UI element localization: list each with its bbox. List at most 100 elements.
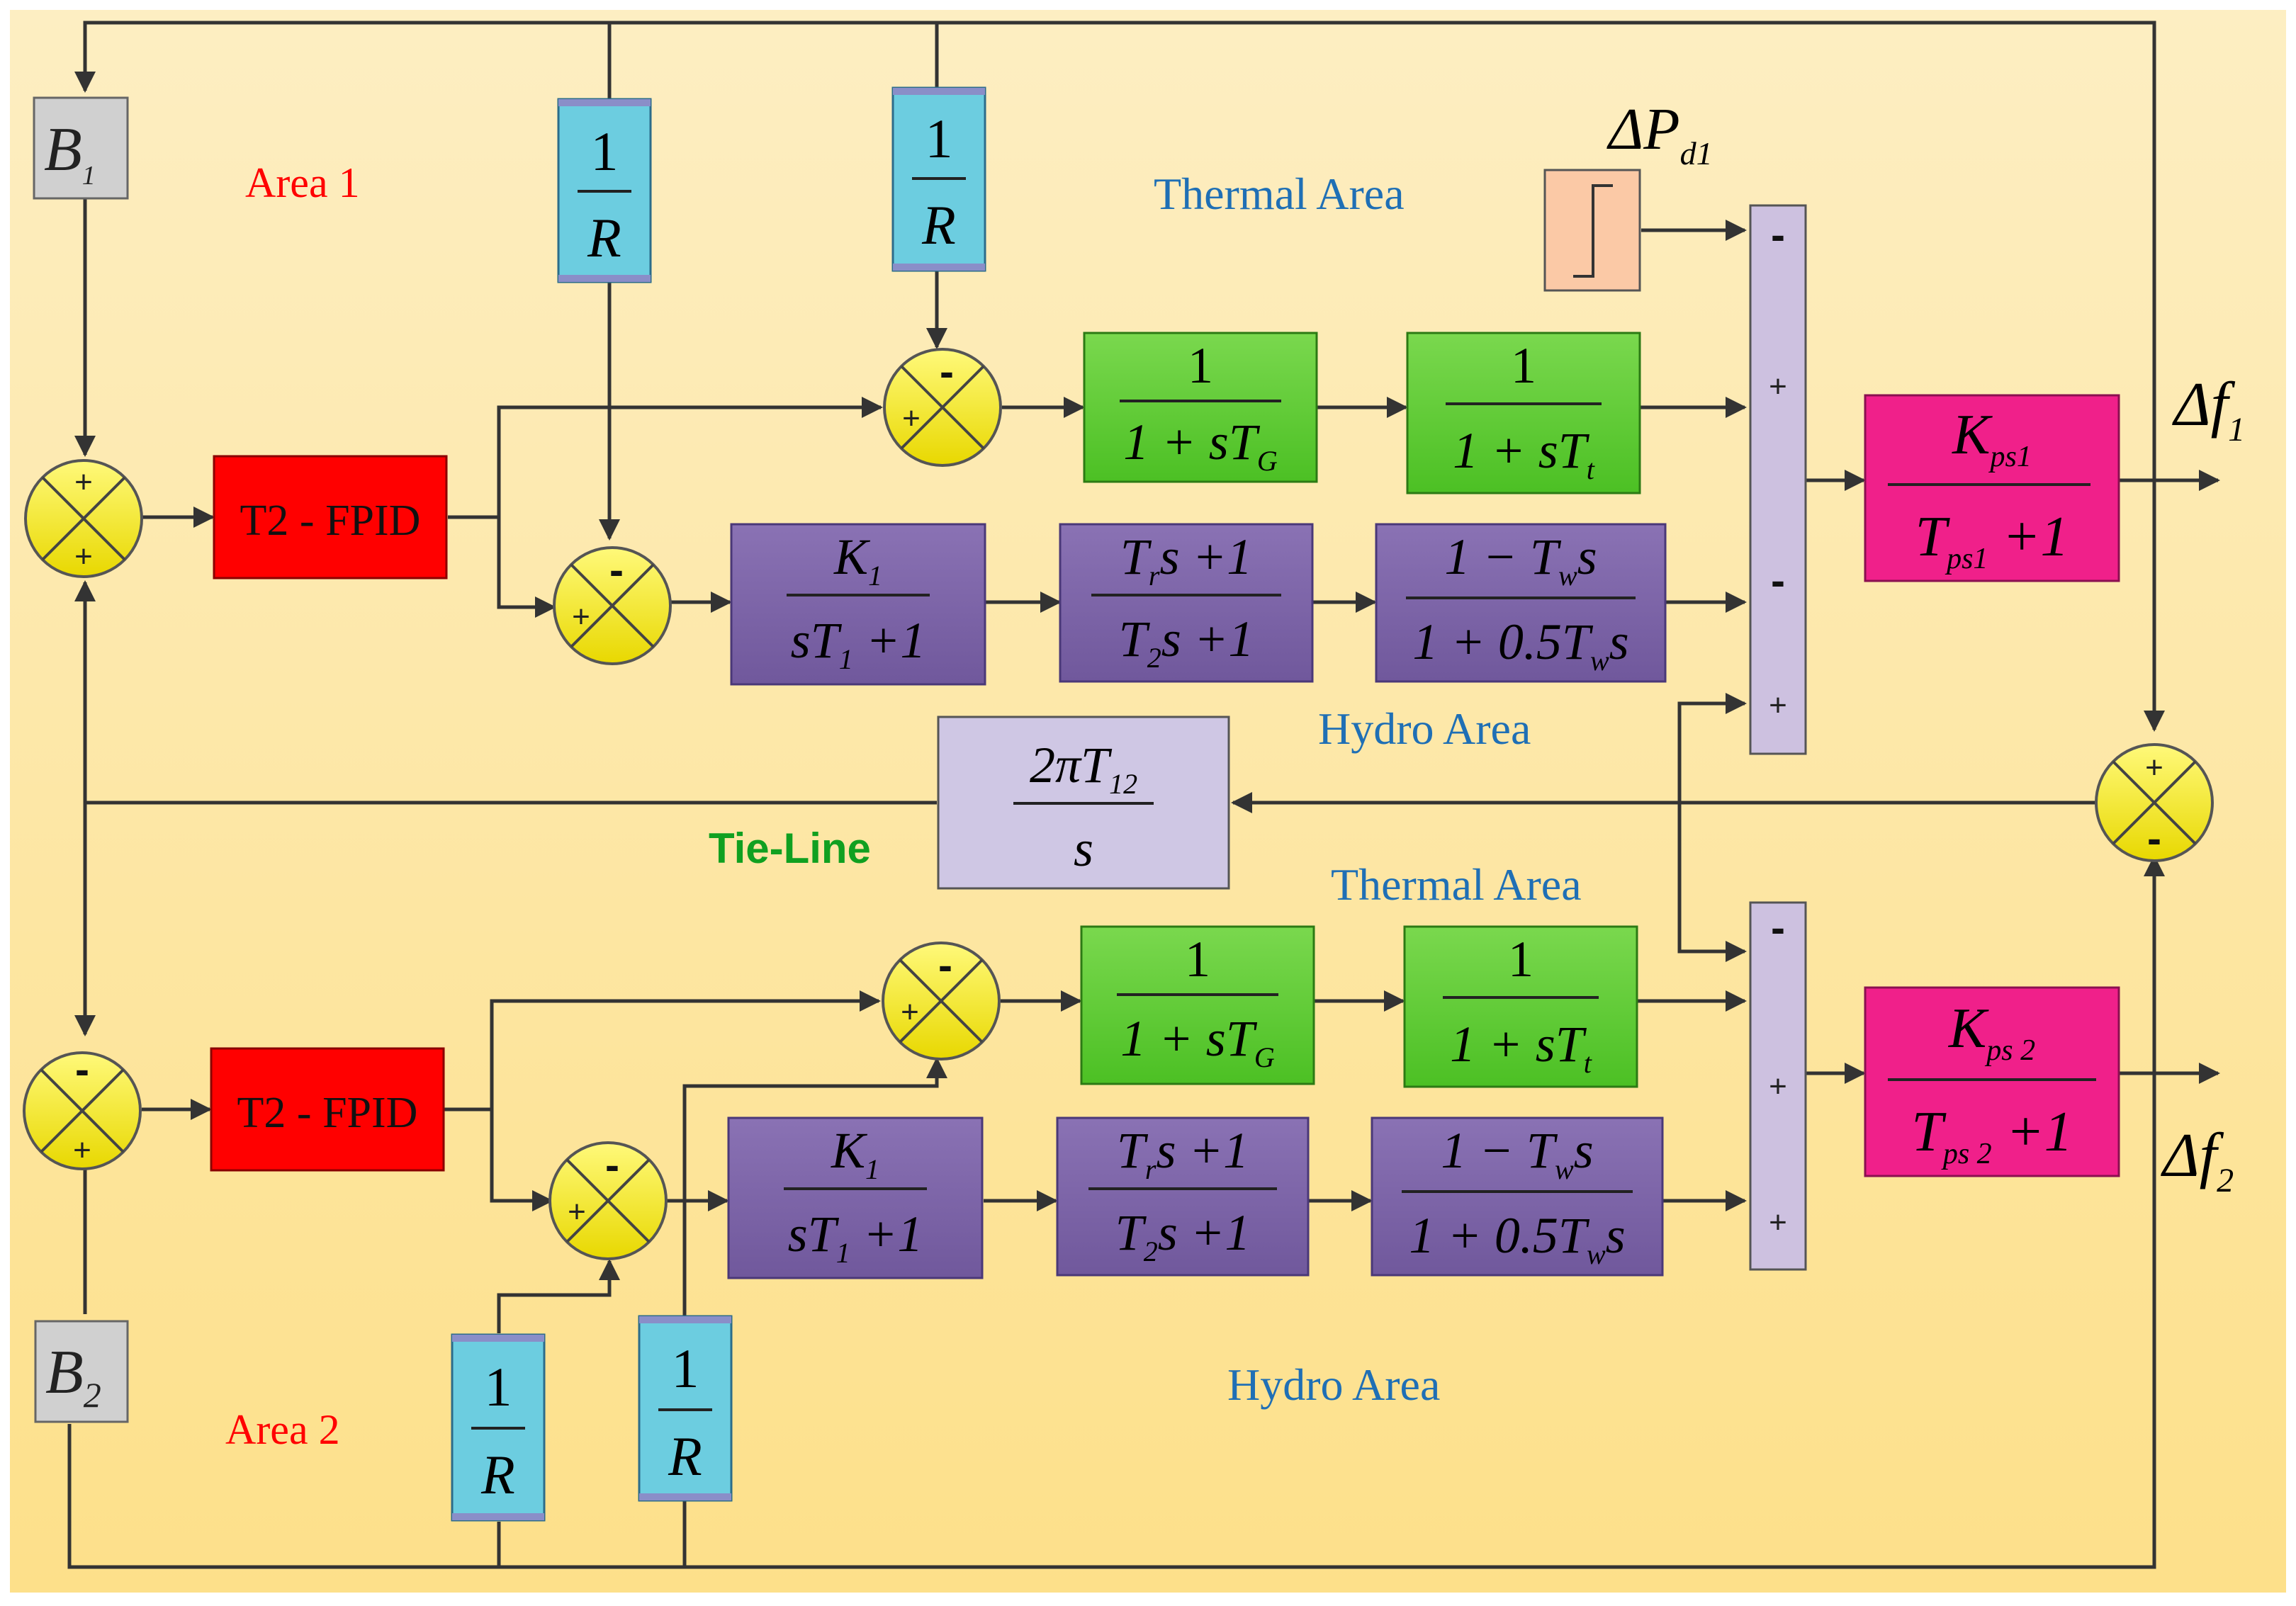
sign-plus: + [568,1194,586,1229]
svg-text:B2: B2 [45,1338,101,1415]
output-df1-label: Δf1 [2172,371,2245,448]
droop-block-top-left: 1 R [557,98,652,283]
svg-text:T2s +1: T2s +1 [1119,611,1254,674]
svg-text:K1: K1 [833,528,882,592]
step-disturbance-block [1543,169,1641,292]
sign-minus: - [605,1141,619,1189]
hydro-area-bottom-label: Hydro Area [1227,1359,1440,1410]
turbine-block-top: 1 1 + sTt [1406,332,1641,494]
svg-text:1 + sTG: 1 + sTG [1120,1010,1275,1073]
svg-text:1 − Tws: 1 − Tws [1444,528,1597,592]
plant-block-area2: Kps 2 Tps 2+1 [1864,986,2120,1177]
svg-text:-: - [1771,211,1785,259]
hydro-transient-block-top: Trs +1 T2s +1 [1059,523,1314,683]
tie-line-block: 2πT12 s [937,716,1230,890]
svg-text:1 − Tws: 1 − Tws [1441,1122,1593,1185]
sign-plus: + [901,995,919,1029]
area1-label: Area 1 [245,159,360,206]
hydro-transient-block-bottom: Trs +1 T2s +1 [1056,1116,1310,1277]
droop-den: R [668,1425,702,1487]
svg-text:1 + 0.5Tws: 1 + 0.5Tws [1412,613,1628,677]
svg-text:+: + [1769,688,1787,723]
droop-num: 1 [672,1338,699,1399]
svg-text:sT1 +1: sT1 +1 [788,1206,923,1269]
droop-den: R [480,1444,515,1505]
summer-bar-area1: - + - + [1749,204,1807,755]
svg-text:Kps1: Kps1 [1952,404,2032,473]
hydro-area-top-label: Hydro Area [1318,703,1531,754]
svg-text:-: - [1771,557,1785,604]
svg-text:Tps 2+1: Tps 2+1 [1911,1101,2072,1170]
controller-area2: T2 - FPID [210,1047,445,1172]
svg-text:+: + [1769,1205,1787,1240]
signal-lines [67,21,2220,1569]
hydro-governor-block-bottom: K1 sT1 +1 [727,1116,984,1279]
b1-sub: 1 [82,161,96,191]
summing-junction-area2: - + [23,1046,142,1170]
tie-line-label: Tie-Line [709,825,871,872]
svg-text:Kps 2: Kps 2 [1948,997,2035,1067]
droop-block-bottom-right: 1 R [638,1315,733,1502]
hydro-turbine-block-top: 1 − Tws 1 + 0.5Tws [1375,523,1667,683]
sign-minus: - [940,348,954,395]
svg-text:+: + [1769,1069,1787,1104]
sign-plus: + [572,599,590,634]
svg-text:1 + 0.5Tws: 1 + 0.5Tws [1409,1207,1625,1270]
controller-label: T2 - FPID [240,497,421,545]
controller-label: T2 - FPID [237,1089,418,1137]
droop-block-top-right: 1 R [891,86,986,272]
svg-text:Trs +1: Trs +1 [1120,528,1252,592]
droop-den: R [921,194,956,256]
b1-base: B [44,115,82,184]
svg-text:Tps1+1: Tps1+1 [1915,506,2069,575]
svg-text:2πT12: 2πT12 [1030,737,1137,800]
droop-num: 1 [925,108,953,169]
sign-minus: - [75,1046,89,1093]
summing-junction-hydro-top: - + [553,546,672,665]
svg-text:1 + sTt: 1 + sTt [1450,1016,1592,1079]
sign-plus: + [74,539,93,574]
svg-text:1: 1 [1188,337,1213,394]
droop-num: 1 [485,1356,512,1418]
governor-block-bottom: 1 1 + sTG [1080,925,1315,1085]
bias-block-b2: B2 [34,1320,129,1423]
svg-text:1: 1 [1185,931,1210,988]
summing-junction-hydro-bottom: - + [548,1141,668,1260]
droop-den: R [587,207,621,268]
sign-minus: - [938,941,952,989]
hydro-turbine-block-bottom: 1 − Tws 1 + 0.5Tws [1371,1116,1664,1277]
svg-text:1 + sTG: 1 + sTG [1123,414,1278,477]
svg-text:sT1 +1: sT1 +1 [791,612,926,675]
thermal-area-bottom-label: Thermal Area [1331,859,1582,910]
summing-junction-area1: + + [24,459,143,578]
svg-text:+: + [1769,369,1787,404]
controller-area1: T2 - FPID [213,455,448,579]
svg-text:Trs +1: Trs +1 [1117,1122,1249,1185]
svg-text:s: s [1074,820,1093,877]
sign-plus: + [2145,750,2163,785]
turbine-block-bottom: 1 1 + sTt [1403,925,1638,1088]
svg-text:T2s +1: T2s +1 [1115,1204,1251,1267]
plant-block-area1: Kps1 Tps1+1 [1864,394,2120,582]
sign-plus: + [902,401,921,436]
svg-text:B1: B1 [44,115,96,191]
governor-block-top: 1 1 + sTG [1083,332,1318,483]
output-df2-label: Δf2 [2161,1121,2234,1199]
svg-text:1 + sTt: 1 + sTt [1453,422,1595,485]
svg-text:1: 1 [1508,931,1534,988]
bias-block-b1: B1 [33,96,129,200]
summing-junction-tie-line: + - [2095,743,2214,862]
b2-base: B [45,1338,84,1407]
sign-minus: - [609,546,624,594]
droop-block-bottom-left: 1 R [451,1333,546,1522]
svg-text:K1: K1 [831,1122,879,1185]
summer-bar-area2: - + + [1749,901,1807,1271]
summing-junction-thermal-top: - + [883,348,1002,467]
area2-label: Area 2 [225,1406,340,1453]
b2-sub: 2 [84,1375,101,1415]
sign-plus: + [73,1133,91,1167]
thermal-area-top-label: Thermal Area [1154,169,1405,219]
svg-text:1: 1 [1511,337,1536,394]
